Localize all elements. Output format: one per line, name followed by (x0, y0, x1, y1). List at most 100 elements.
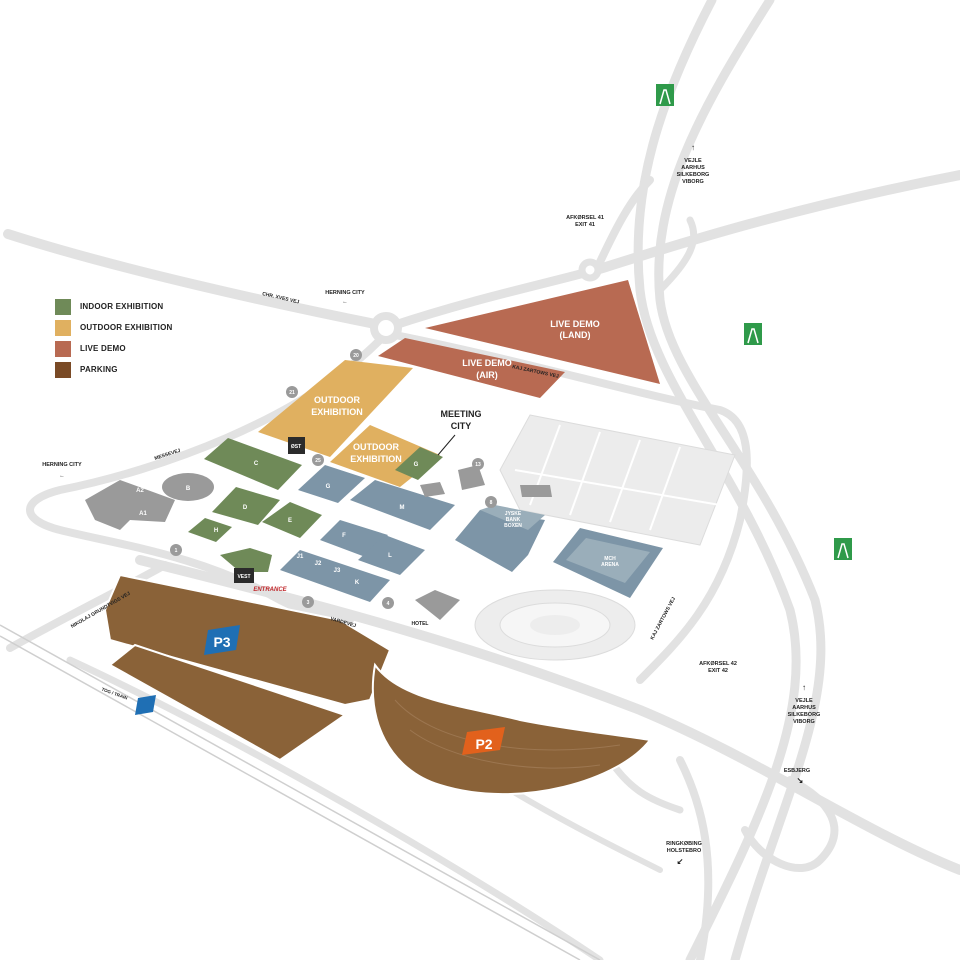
gate-1 (170, 544, 182, 556)
road-vardevej (135, 555, 960, 875)
label-live-demo-land-1: LIVE DEMO (550, 319, 600, 329)
entrance-vest (234, 568, 254, 583)
dir-herning-city-top: HERNING CITY (325, 290, 365, 296)
ramp-north-b (656, 216, 698, 294)
gate-21-label: 21 (289, 390, 295, 396)
dir-vejle-bottom-4: VIBORG (793, 719, 815, 725)
small-building-3 (520, 485, 552, 497)
dir-herning-city-left: HERNING CITY (42, 462, 82, 468)
road-link-roundabouts (387, 267, 593, 331)
label-live-demo-land-2: (LAND) (560, 330, 591, 340)
ramp-north (596, 176, 654, 266)
hall-label-j1: J1 (297, 554, 304, 560)
label-mch-2: ARENA (601, 562, 619, 568)
legend-label-indoor: INDOOR EXHIBITION (80, 302, 164, 311)
label-jyske-1: JYSKE (505, 511, 522, 517)
badge-p3[interactable] (204, 625, 240, 655)
hall-h (188, 518, 232, 542)
small-building-2 (420, 482, 445, 497)
badge-p2[interactable] (462, 727, 505, 755)
label-meeting-city-2: CITY (451, 421, 472, 431)
road-southwest (66, 656, 604, 960)
dir-vejle-top-3: SILKEBORG (677, 172, 710, 178)
badge-train-parking (135, 695, 156, 715)
label-jyske-2: BANK (506, 517, 521, 523)
gate-4 (382, 597, 394, 609)
street-kaj-zartows-right: KAJ ZARTOWS VEJ (649, 596, 677, 641)
hotel-building (415, 590, 460, 620)
badge-p2-label: P2 (475, 736, 492, 752)
legend-swatch-outdoor (55, 319, 71, 336)
label-live-demo-air-1: LIVE DEMO (462, 358, 512, 368)
building-labels: JYSKE BANK BOXEN MCH ARENA HOTEL VEST ØS… (237, 444, 619, 627)
road-east-upper (585, 170, 960, 277)
label-outdoor-2a: OUTDOOR (353, 442, 399, 452)
gate-markers: 20 21 25 13 8 1 3 4 (170, 349, 497, 609)
hall-a (85, 480, 175, 530)
gate-25-label: 25 (315, 458, 321, 464)
map-legend: INDOOR EXHIBITION OUTDOOR EXHIBITION LIV… (55, 296, 173, 380)
label-hotel: HOTEL (412, 621, 429, 627)
hall-label-a2: A2 (136, 488, 144, 494)
legend-label-outdoor: OUTDOOR EXHIBITION (80, 323, 173, 332)
label-outdoor-1a: OUTDOOR (314, 395, 360, 405)
hall-label-f: F (342, 533, 346, 539)
parking-grey-area (499, 414, 736, 546)
entrance-ost (288, 437, 305, 454)
label-entrance: ENTRANCE (253, 587, 287, 593)
motorway-sign-1 (656, 84, 674, 106)
label-live-demo-air-2: (AIR) (476, 370, 498, 380)
hall-labels: C B A2 A1 D E F G H M L K J1 J2 J3 G (136, 461, 419, 586)
dir-ringkobing-1: RINGKØBING (666, 841, 702, 847)
gate-8 (485, 496, 497, 508)
gate-13-label: 13 (475, 462, 481, 468)
zones (258, 280, 660, 487)
gate-4-label: 4 (387, 601, 390, 607)
hall-meeting-city (395, 447, 443, 480)
hall-c (204, 438, 302, 490)
small-building-1 (458, 465, 485, 490)
motorway-sign-3 (834, 538, 852, 560)
dir-vejle-top-4: VIBORG (682, 179, 704, 185)
badge-p3-label: P3 (213, 634, 230, 650)
hall-label-c: C (254, 461, 259, 467)
gate-21 (286, 386, 298, 398)
ramp-se (741, 776, 839, 873)
legend-item-outdoor: OUTDOOR EXHIBITION (55, 317, 173, 338)
roundabout-east (578, 258, 602, 282)
open-areas (103, 414, 736, 796)
parking-p3-north (103, 573, 392, 707)
dir-afkorsel-41-2: EXIT 41 (575, 222, 595, 228)
dir-vejle-top-arrow: ↑ (691, 143, 695, 152)
road-chr-xves (3, 229, 390, 331)
dir-vejle-top-2: AARHUS (681, 165, 705, 171)
motorway-signs (656, 84, 852, 560)
legend-label-parking: PARKING (80, 365, 118, 374)
label-outdoor-1b: EXHIBITION (311, 407, 363, 417)
gate-13 (472, 458, 484, 470)
gate-20-label: 20 (353, 353, 359, 359)
hall-label-a1: A1 (139, 511, 147, 517)
dir-ringkobing-arrow: ↙ (677, 857, 684, 866)
hall-small-green (220, 548, 272, 572)
hall-label-m: M (400, 505, 405, 511)
roundabout-west (370, 312, 402, 344)
amphitheater-center (530, 615, 580, 635)
hall-m (350, 480, 455, 530)
dir-vejle-bottom-3: SILKEBORG (788, 712, 821, 718)
railway-a (0, 624, 601, 960)
hall-label-g: G (326, 484, 331, 490)
parking-p2 (371, 662, 652, 796)
dir-afkorsel-42-1: AFKØRSEL 42 (699, 661, 737, 667)
road-nikolaj (6, 561, 169, 652)
gate-3-label: 3 (307, 600, 310, 606)
halls (85, 437, 663, 620)
legend-item-indoor: INDOOR EXHIBITION (55, 296, 173, 317)
legend-item-parking: PARKING (55, 359, 173, 380)
dir-esbjerg: ESBJERG (784, 768, 810, 774)
zone-outdoor-1 (258, 360, 413, 457)
gate-1-label: 1 (175, 548, 178, 554)
parking-grey-lines (514, 424, 721, 531)
hall-b (162, 473, 214, 501)
